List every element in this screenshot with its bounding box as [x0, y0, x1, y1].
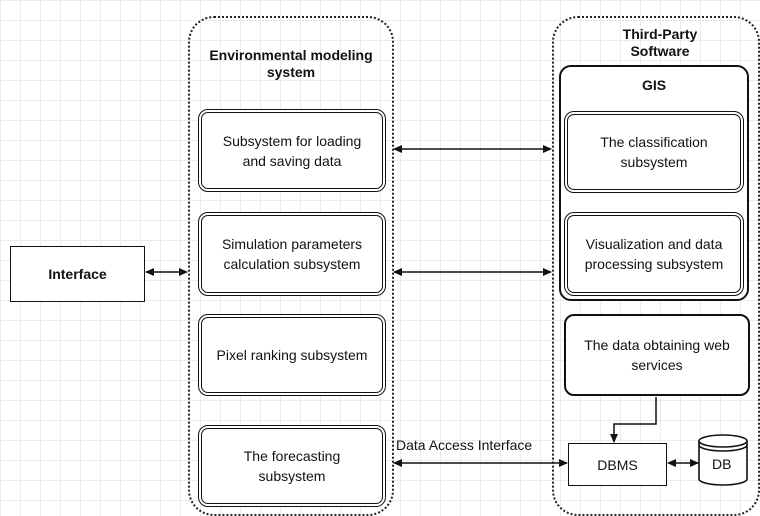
web-services-box: The data obtaining web services: [564, 314, 750, 396]
interface-label: Interface: [48, 266, 107, 282]
visualization-processing-subsystem: Visualization and data processing subsys…: [564, 212, 744, 296]
gis-title: GIS: [641, 77, 667, 93]
simulation-parameters-label: Simulation parameters calculation subsys…: [221, 236, 363, 272]
dbms-label: DBMS: [597, 456, 638, 473]
dbms-box: DBMS: [568, 443, 667, 486]
forecasting-label: The forecasting subsystem: [243, 448, 341, 484]
environmental-modeling-system-title: Environmental modeling system: [209, 47, 373, 80]
interface-box: Interface: [10, 246, 145, 302]
web-services-dbms-arrow: [610, 397, 657, 443]
simulation-parameters-subsystem: Simulation parameters calculation subsys…: [198, 212, 386, 296]
third-party-software-title: Third-Party Software: [622, 26, 698, 59]
pixel-ranking-label: Pixel ranking subsystem: [216, 347, 368, 363]
classification-subsystem: The classification subsystem: [564, 111, 744, 193]
classification-label: The classification subsystem: [600, 134, 708, 170]
web-services-label: The data obtaining web services: [584, 337, 730, 373]
database-icon: [698, 434, 748, 486]
data-access-interface-label: Data Access Interface: [396, 437, 533, 453]
loading-saving-label: Subsystem for loading and saving data: [222, 132, 362, 169]
forecasting-subsystem: The forecasting subsystem: [198, 425, 386, 507]
visualization-processing-label: Visualization and data processing subsys…: [584, 236, 724, 272]
db-label: DB: [712, 456, 732, 472]
loading-saving-subsystem: Subsystem for loading and saving data: [198, 109, 386, 192]
pixel-ranking-subsystem: Pixel ranking subsystem: [198, 314, 386, 396]
